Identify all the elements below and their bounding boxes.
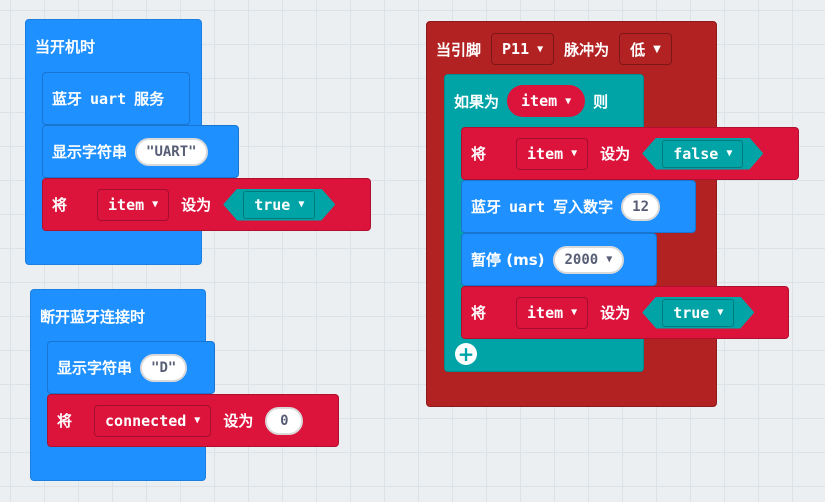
show-string-input[interactable]: "UART" bbox=[135, 137, 208, 166]
on-start-label: 当开机时 bbox=[35, 37, 96, 56]
variable-dropdown-item[interactable]: item ▼ bbox=[97, 188, 170, 221]
bt-prefix: 蓝牙 bbox=[52, 90, 83, 108]
boolean-value-2: false bbox=[673, 144, 719, 163]
pin-dropdown[interactable]: P11 ▼ bbox=[491, 33, 555, 65]
bt-uart-write-row: 蓝牙 uart 写入数字 12 bbox=[461, 180, 661, 233]
chevron-down-icon: ▼ bbox=[194, 415, 201, 426]
chevron-down-icon: ▼ bbox=[653, 43, 661, 55]
plus-icon[interactable]: + bbox=[455, 343, 477, 365]
boolean-false-block[interactable]: false ▼ bbox=[642, 138, 763, 170]
set1-to-label: 设为 bbox=[600, 145, 631, 163]
boolean-dropdown[interactable]: true ▼ bbox=[243, 191, 315, 219]
boolean-dropdown-2[interactable]: false ▼ bbox=[662, 140, 743, 168]
on-start-hat: 当开机时 bbox=[25, 27, 95, 65]
chevron-down-icon: ▼ bbox=[606, 254, 613, 265]
chevron-down-icon: ▼ bbox=[565, 95, 572, 107]
bt-write-prefix: 蓝牙 bbox=[471, 198, 502, 216]
set2-variable: item bbox=[527, 303, 564, 322]
variable-dropdown-item-3[interactable]: item ▼ bbox=[516, 296, 589, 329]
set1-label: 将 bbox=[471, 145, 487, 163]
chevron-down-icon: ▼ bbox=[152, 199, 159, 210]
boolean-dropdown-3[interactable]: true ▼ bbox=[662, 299, 734, 327]
show-string-label: 显示字符串 bbox=[52, 143, 128, 161]
bt-service-name: uart bbox=[90, 89, 127, 108]
chevron-down-icon: ▼ bbox=[537, 43, 544, 55]
pause-value: 2000 bbox=[564, 251, 599, 268]
if-variable-name: item bbox=[521, 92, 558, 110]
show-string-label-2: 显示字符串 bbox=[57, 359, 133, 377]
set-to-label: 设为 bbox=[181, 196, 212, 214]
bt-service-suffix: 服务 bbox=[134, 90, 165, 108]
pause-duration-dropdown[interactable]: 2000 ▼ bbox=[552, 245, 625, 274]
variable-dropdown-item-2[interactable]: item ▼ bbox=[516, 137, 589, 170]
set-label-2: 将 bbox=[57, 412, 73, 430]
set-item-false-row: 将 item ▼ 设为 false ▼ bbox=[461, 127, 763, 180]
boolean-true-block[interactable]: true ▼ bbox=[223, 189, 335, 221]
show-string-input-2[interactable]: "D" bbox=[140, 353, 188, 382]
if-label: 如果为 bbox=[454, 92, 500, 111]
on-bt-disconnect-label: 断开蓝牙连接时 bbox=[40, 307, 146, 326]
set-connected-row: 将 connected ▼ 设为 0 bbox=[47, 394, 304, 447]
boolean-value-3: true bbox=[673, 303, 710, 322]
chevron-down-icon: ▼ bbox=[571, 307, 578, 318]
set-item-true-row: 将 item ▼ 设为 true ▼ bbox=[461, 286, 754, 339]
pulse-level: 低 bbox=[630, 40, 646, 59]
show-string-row: 显示字符串 "UART" bbox=[42, 125, 208, 178]
bt-uart-service-block[interactable] bbox=[42, 72, 190, 125]
variable-dropdown-connected[interactable]: connected ▼ bbox=[94, 404, 212, 437]
show-string-row-2: 显示字符串 "D" bbox=[47, 341, 188, 394]
boolean-true-block-2[interactable]: true ▼ bbox=[642, 297, 754, 329]
chevron-down-icon: ▼ bbox=[726, 148, 733, 159]
number-input-connected[interactable]: 0 bbox=[265, 406, 304, 435]
set1-variable: item bbox=[527, 144, 564, 163]
bt-write-label: 写入数字 bbox=[553, 198, 614, 216]
set2-to-label: 设为 bbox=[600, 304, 631, 322]
pulse-level-dropdown[interactable]: 低 ▼ bbox=[619, 33, 672, 65]
variable-name-2: connected bbox=[105, 411, 187, 430]
pause-label: 暂停 (ms) bbox=[471, 251, 545, 269]
bt-uart-service-row: 蓝牙 uart 服务 bbox=[42, 72, 164, 125]
on-pin-pulse-hat: 当引脚 P11 ▼ 脉冲为 低 ▼ bbox=[426, 30, 672, 68]
bt-write-number-input[interactable]: 12 bbox=[621, 192, 661, 221]
set2-label: 将 bbox=[471, 304, 487, 322]
pin-name: P11 bbox=[502, 40, 530, 58]
on-pin-prefix: 当引脚 bbox=[436, 40, 482, 59]
chevron-down-icon: ▼ bbox=[298, 199, 305, 210]
boolean-value: true bbox=[254, 195, 291, 214]
set-item-row: 将 item ▼ 设为 true ▼ bbox=[42, 178, 335, 231]
bt-write-uart: uart bbox=[509, 197, 546, 216]
chevron-down-icon: ▼ bbox=[571, 148, 578, 159]
on-bt-disconnect-hat: 断开蓝牙连接时 bbox=[30, 296, 145, 336]
chevron-down-icon: ▼ bbox=[717, 307, 724, 318]
if-condition-variable[interactable]: item ▼ bbox=[507, 85, 586, 117]
pause-row: 暂停 (ms) 2000 ▼ bbox=[461, 233, 625, 286]
variable-name: item bbox=[108, 195, 145, 214]
if-then-header: 如果为 item ▼ 则 bbox=[444, 80, 608, 122]
set-label: 将 bbox=[52, 196, 68, 214]
on-pin-mid: 脉冲为 bbox=[564, 40, 610, 59]
then-label: 则 bbox=[593, 92, 609, 111]
set-to-label-2: 设为 bbox=[223, 412, 254, 430]
